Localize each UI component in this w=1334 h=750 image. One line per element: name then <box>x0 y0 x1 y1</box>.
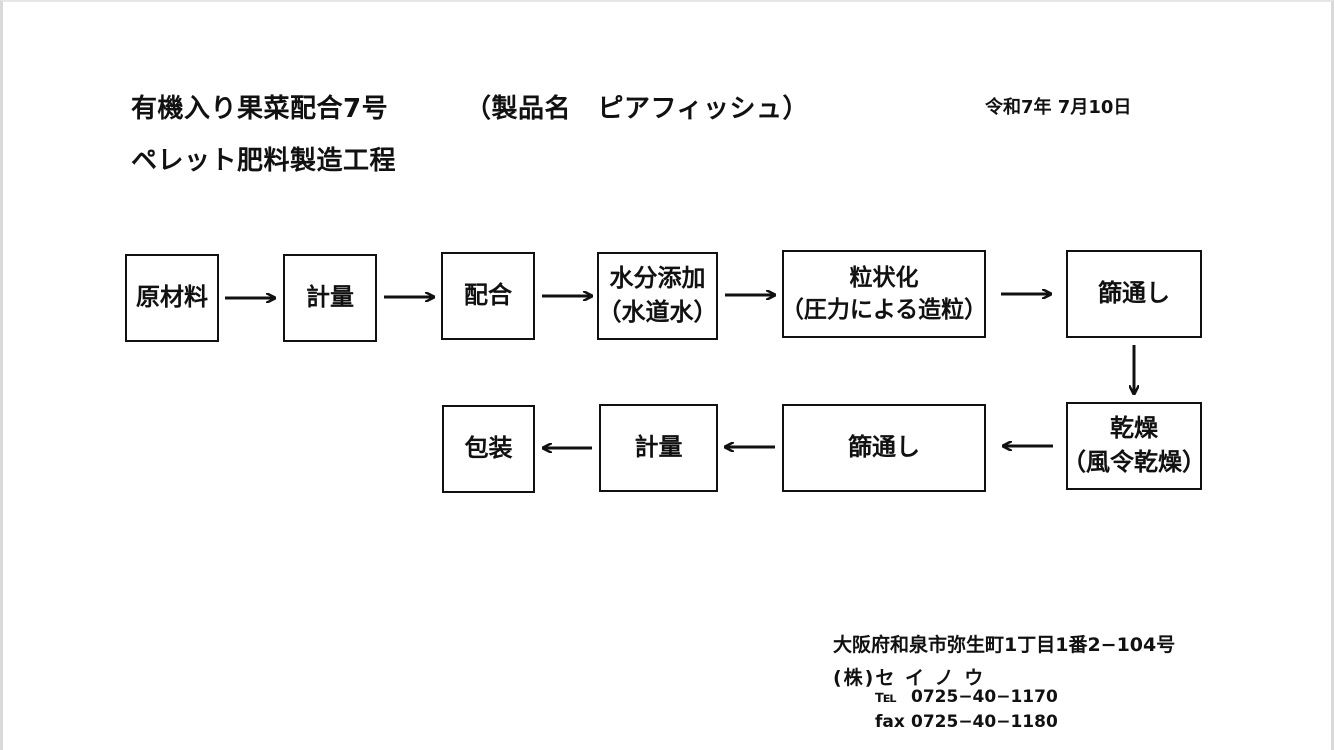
step-label: 篩通し <box>848 433 920 462</box>
phone-number: 0725−40−1170 <box>911 687 1058 707</box>
step-note: （風令乾燥） <box>1066 448 1202 476</box>
document-date: 令和7年 7月10日 <box>985 97 1132 118</box>
step-label: 計量 <box>306 283 354 312</box>
step-label: 粒状化 <box>849 264 919 291</box>
step-label: 計量 <box>634 433 683 462</box>
step-drying: 乾燥 （風令乾燥） <box>1066 402 1202 490</box>
step-label: 原材料 <box>136 283 208 312</box>
step-sieving: 篩通し <box>1066 250 1202 338</box>
document-subtitle: ペレット肥料製造工程 <box>131 146 397 176</box>
step-granulation: 粒状化 （圧力による造粒） <box>782 250 986 338</box>
step-label: 乾燥 <box>1110 414 1158 443</box>
product-name: （製品名 ピアフィッシュ） <box>465 94 809 124</box>
phone-line: ℡ 0725−40−1170 <box>875 687 1058 707</box>
phone-label: ℡ <box>875 687 897 707</box>
step-water-addition: 水分添加 （水道水） <box>597 252 718 340</box>
step-blending: 配合 <box>441 252 535 340</box>
company-address: 大阪府和泉市弥生町1丁目1番2−104号 <box>833 634 1176 656</box>
fax-number: 0725−40−1180 <box>911 712 1058 732</box>
step-weighing-2: 計量 <box>599 404 718 492</box>
fax-label: fax <box>875 712 905 732</box>
step-note: （水道水） <box>597 298 718 326</box>
step-label: 包装 <box>464 434 513 463</box>
step-packaging: 包装 <box>442 405 535 493</box>
step-label: 配合 <box>464 281 512 310</box>
step-sieving-2: 篩通し <box>782 404 986 492</box>
document-title: 有機入り果菜配合7号 <box>131 94 389 124</box>
step-weighing: 計量 <box>283 254 377 342</box>
step-raw-materials: 原材料 <box>125 254 219 342</box>
company-name: (株)セ イ ノ ウ <box>833 667 986 689</box>
step-note: （圧力による造粒） <box>782 297 986 323</box>
step-label: 篩通し <box>1098 279 1170 308</box>
fax-line: fax 0725−40−1180 <box>875 712 1058 732</box>
step-label: 水分添加 <box>609 264 706 293</box>
